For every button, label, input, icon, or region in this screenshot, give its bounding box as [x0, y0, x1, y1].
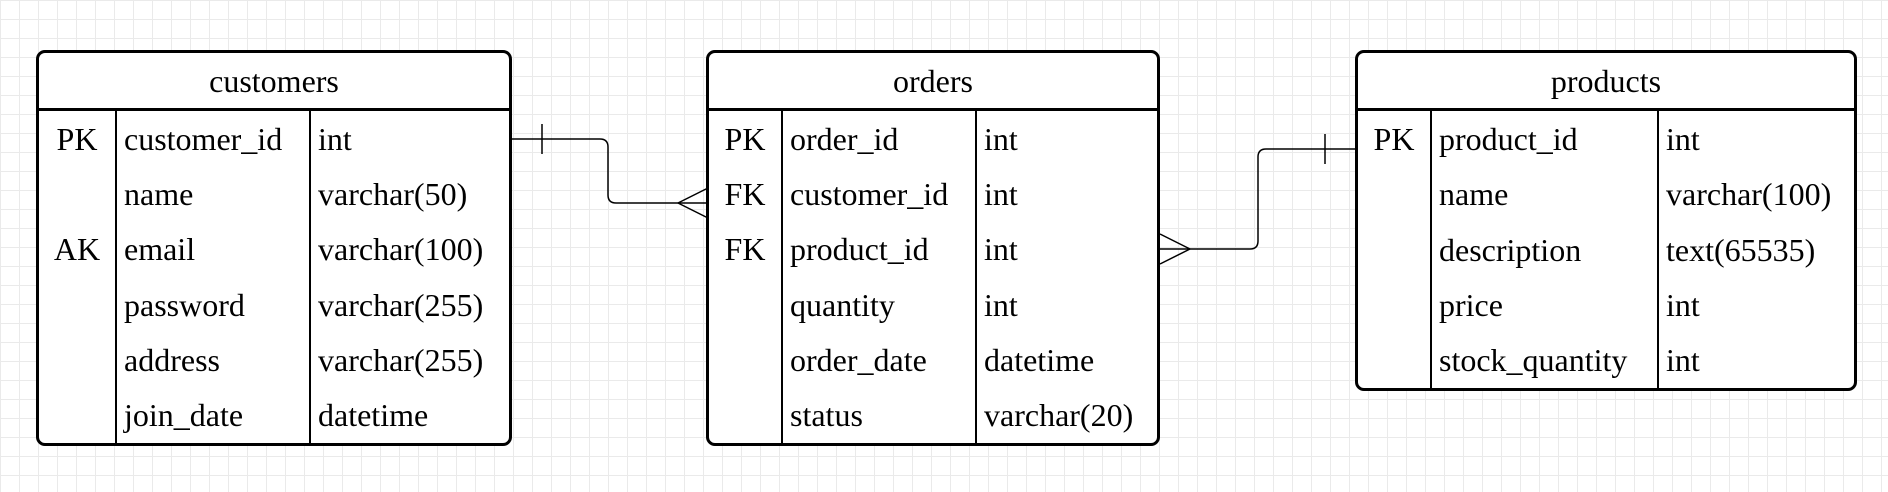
key-cell: [1358, 222, 1430, 277]
relationship-customers-orders[interactable]: [510, 124, 709, 219]
field-type[interactable]: varchar(100): [318, 231, 484, 268]
field-name[interactable]: address: [124, 341, 220, 378]
relationship-products-orders[interactable]: [1158, 134, 1357, 265]
key-cell: [39, 332, 115, 387]
field-type[interactable]: varchar(100): [1666, 176, 1832, 213]
field-name[interactable]: product_id: [790, 231, 929, 268]
key-cell: [1358, 166, 1430, 221]
field-name[interactable]: product_id: [1439, 120, 1578, 157]
field-name[interactable]: order_id: [790, 120, 899, 157]
field-type[interactable]: varchar(255): [318, 286, 484, 323]
entity-title: customers: [39, 53, 509, 111]
key-cell: [709, 277, 781, 332]
many-marker-top: [677, 187, 709, 204]
field-name[interactable]: email: [124, 231, 196, 268]
key-cell: [39, 166, 115, 221]
field-name[interactable]: customer_id: [790, 175, 949, 212]
field-type[interactable]: int: [1666, 286, 1700, 323]
field-type-column: int int int int datetime varchar(20): [977, 111, 1157, 443]
key-cell: [709, 388, 781, 443]
key-column: PK: [1358, 111, 1432, 388]
field-name[interactable]: status: [790, 397, 863, 434]
field-name[interactable]: stock_quantity: [1439, 342, 1628, 379]
field-type[interactable]: int: [318, 120, 352, 157]
key-cell: AK: [53, 231, 101, 268]
field-type[interactable]: varchar(20): [984, 397, 1134, 434]
key-cell: [39, 277, 115, 332]
field-type[interactable]: int: [1666, 342, 1700, 379]
entity-title: orders: [709, 53, 1157, 111]
key-cell: [1358, 277, 1430, 332]
field-type[interactable]: text(65535): [1666, 231, 1816, 268]
field-type[interactable]: int: [984, 286, 1018, 323]
field-type[interactable]: datetime: [318, 397, 429, 434]
field-name[interactable]: quantity: [790, 286, 895, 323]
key-cell: PK: [724, 120, 766, 157]
relationship-line: [1158, 148, 1357, 250]
field-name[interactable]: description: [1439, 231, 1582, 268]
field-name[interactable]: customer_id: [124, 120, 283, 157]
field-type[interactable]: int: [984, 231, 1018, 268]
key-cell: [1358, 333, 1430, 388]
key-cell: PK: [56, 120, 98, 157]
entity-orders[interactable]: orders PK FK FK order_id customer_id pro…: [706, 50, 1160, 446]
key-column: PK AK: [39, 111, 117, 443]
field-type-column: int varchar(50) varchar(100) varchar(255…: [311, 111, 509, 443]
field-name-column: customer_id name email password address …: [117, 111, 311, 443]
field-type[interactable]: int: [984, 175, 1018, 212]
field-name[interactable]: price: [1439, 286, 1503, 323]
field-name[interactable]: password: [124, 286, 245, 323]
key-cell: FK: [724, 231, 766, 268]
field-name[interactable]: join_date: [124, 397, 244, 434]
field-type-column: int varchar(100) text(65535) int int: [1659, 111, 1854, 388]
field-name[interactable]: name: [1439, 176, 1509, 213]
field-type[interactable]: datetime: [984, 341, 1095, 378]
entity-title: products: [1358, 53, 1854, 111]
field-name-column: product_id name description price stock_…: [1432, 111, 1659, 388]
key-cell: PK: [1373, 120, 1415, 157]
relationship-line: [510, 138, 708, 204]
field-name[interactable]: name: [124, 175, 194, 212]
many-marker-top: [1159, 233, 1191, 250]
field-name-column: order_id customer_id product_id quantity…: [783, 111, 977, 443]
field-type[interactable]: int: [1666, 120, 1700, 157]
field-type[interactable]: varchar(255): [318, 341, 484, 378]
entity-customers[interactable]: customers PK AK customer_id name email p…: [36, 50, 512, 446]
key-cell: [709, 332, 781, 387]
field-type[interactable]: int: [984, 120, 1018, 157]
many-marker-bottom: [1159, 248, 1191, 265]
field-name[interactable]: order_date: [790, 341, 927, 378]
key-cell: [39, 388, 115, 443]
key-cell: FK: [724, 175, 766, 212]
key-column: PK FK FK: [709, 111, 783, 443]
many-marker-bottom: [677, 202, 709, 219]
entity-products[interactable]: products PK product_id name description …: [1355, 50, 1857, 391]
field-type[interactable]: varchar(50): [318, 175, 468, 212]
